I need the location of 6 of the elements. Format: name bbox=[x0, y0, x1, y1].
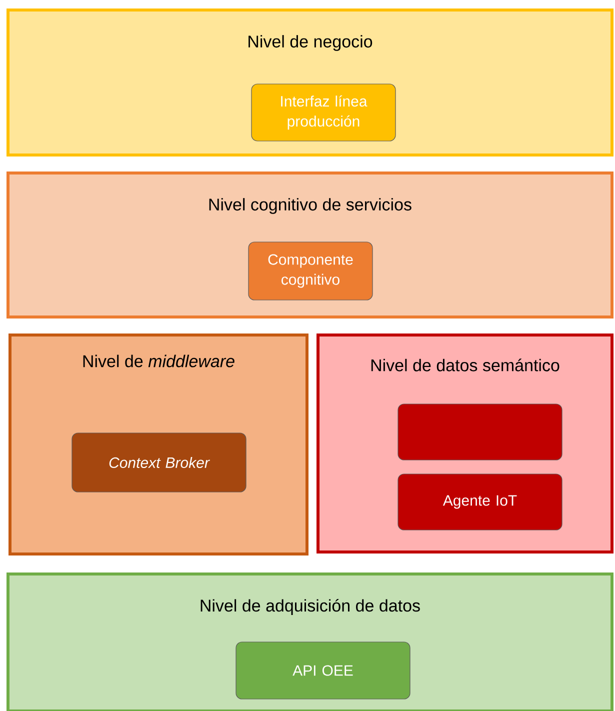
component-box: Agente IoT bbox=[398, 474, 562, 530]
component-box: Context Broker bbox=[72, 432, 246, 492]
component-box: Componente cognitivo bbox=[248, 242, 373, 300]
component-box: API OEE bbox=[236, 642, 410, 700]
component-box: Interfaz línea producción bbox=[251, 84, 396, 142]
component-box bbox=[398, 404, 562, 460]
